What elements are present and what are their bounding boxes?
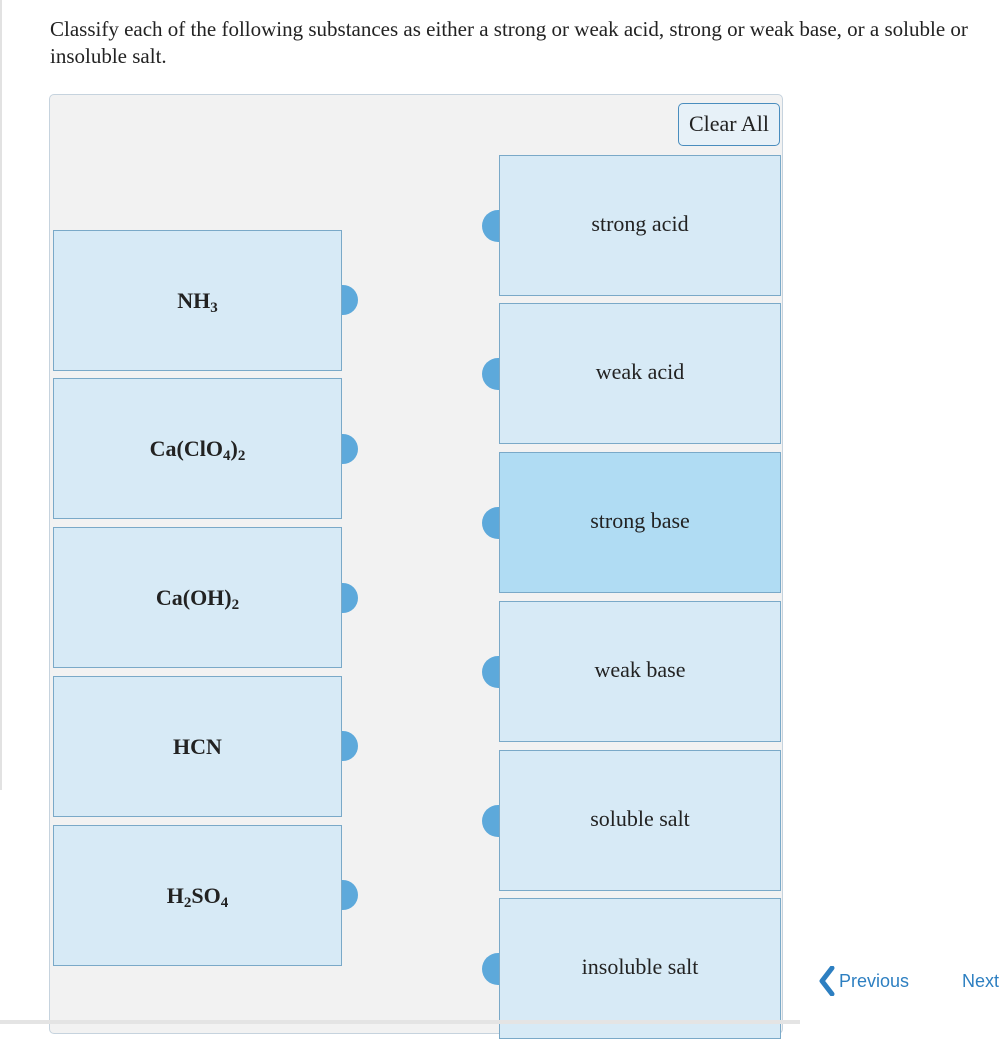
substance-tile-cacio4-2[interactable]: Ca(ClO4)2 xyxy=(53,378,342,519)
next-link[interactable]: Next xyxy=(962,971,1000,991)
drop-connector-insoluble-salt[interactable] xyxy=(482,953,499,985)
substance-tile-h2so4[interactable]: H2SO4 xyxy=(53,825,342,966)
drag-connector-caoh2[interactable] xyxy=(342,583,358,613)
left-divider xyxy=(0,0,2,790)
substance-tile-hcn[interactable]: HCN xyxy=(53,676,342,817)
substance-label: Ca(OH)2 xyxy=(155,584,240,613)
drag-connector-hcn[interactable] xyxy=(342,731,358,761)
substance-tile-caoh2[interactable]: Ca(OH)2 xyxy=(53,527,342,668)
category-target-insoluble-salt[interactable]: insoluble salt xyxy=(499,898,781,1039)
drag-connector-nh3[interactable] xyxy=(342,285,358,315)
drag-connector-cacio4-2[interactable] xyxy=(342,434,358,464)
previous-label: Previous xyxy=(839,970,910,991)
category-target-strong-acid[interactable]: strong acid xyxy=(499,155,781,296)
category-target-strong-base[interactable]: strong base xyxy=(499,452,781,593)
category-target-soluble-salt[interactable]: soluble salt xyxy=(499,750,781,891)
drop-connector-strong-base[interactable] xyxy=(482,507,499,539)
chevron-left-icon xyxy=(819,966,835,996)
category-target-weak-base[interactable]: weak base xyxy=(499,601,781,742)
drop-connector-weak-acid[interactable] xyxy=(482,358,499,390)
clear-all-button[interactable]: Clear All xyxy=(678,103,780,146)
substance-tile-nh3[interactable]: NH3 xyxy=(53,230,342,371)
drop-connector-weak-base[interactable] xyxy=(482,656,499,688)
substance-label: HCN xyxy=(173,733,222,759)
substance-label: H2SO4 xyxy=(166,882,229,911)
drag-connector-h2so4[interactable] xyxy=(342,880,358,910)
substance-label: NH3 xyxy=(177,287,218,316)
substance-label: Ca(ClO4)2 xyxy=(149,435,246,464)
bottom-divider xyxy=(0,1020,800,1024)
category-target-weak-acid[interactable]: weak acid xyxy=(499,303,781,444)
instructions-text: Classify each of the following substance… xyxy=(50,17,968,68)
previous-link[interactable]: Previous xyxy=(818,966,909,996)
drop-connector-soluble-salt[interactable] xyxy=(482,805,499,837)
drop-connector-strong-acid[interactable] xyxy=(482,210,499,242)
